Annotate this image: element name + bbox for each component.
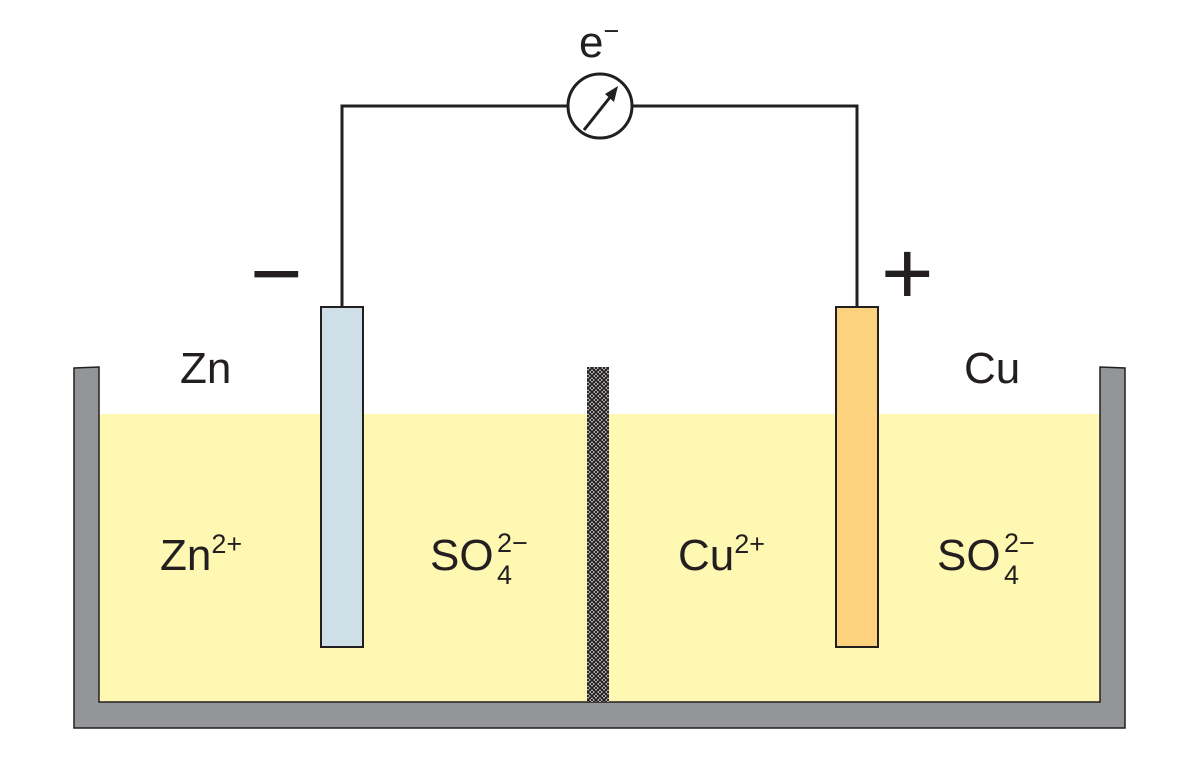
copper-ion-label: Cu2+: [678, 529, 765, 580]
sulfate-ion-left-label: SO 2− 4: [430, 528, 528, 590]
svg-text:SO: SO: [937, 531, 1001, 580]
zinc-electrode: [320, 306, 364, 648]
porous-membrane: [587, 367, 609, 702]
external-wire: [340, 104, 859, 308]
meter-needle-arrow-icon: [605, 86, 618, 102]
svg-text:SO: SO: [430, 531, 494, 580]
anode-element-label: Zn: [180, 344, 231, 393]
svg-text:2−: 2−: [497, 528, 528, 558]
copper-electrode: [835, 306, 879, 648]
zinc-ion-label: Zn2+: [160, 529, 242, 580]
cathode-polarity-sign: +: [881, 224, 934, 324]
svg-text:4: 4: [497, 560, 512, 590]
svg-text:4: 4: [1004, 560, 1019, 590]
sulfate-ion-right-label: SO 2− 4: [937, 528, 1035, 590]
galvanometer: [566, 72, 634, 140]
anode-polarity-sign: −: [250, 224, 303, 324]
cathode-element-label: Cu: [964, 344, 1020, 393]
beaker-container: [73, 366, 1126, 729]
svg-text:2−: 2−: [1004, 528, 1035, 558]
electron-label: e−: [579, 16, 619, 67]
